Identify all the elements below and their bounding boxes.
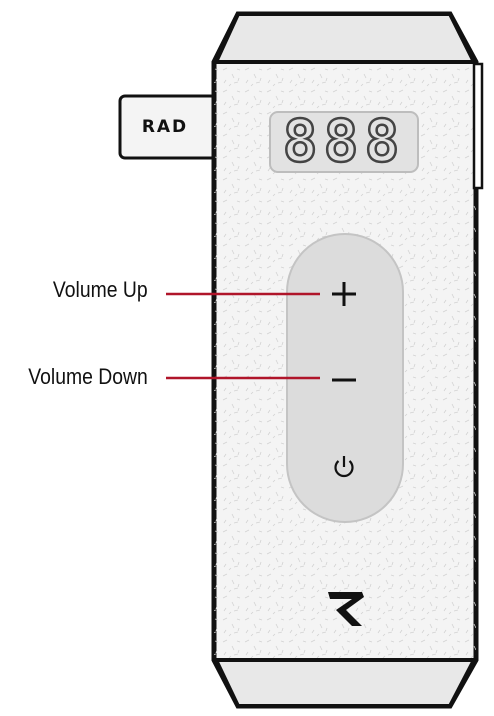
volume-up-label: Volume Up (53, 277, 148, 302)
led-display (269, 111, 419, 173)
tab-logo: RAD (141, 117, 189, 137)
display-digits: 888 (281, 107, 406, 175)
plus-icon[interactable] (332, 282, 356, 306)
r-logo-icon (328, 592, 364, 626)
bottom-cap (212, 658, 478, 708)
power-icon[interactable] (334, 456, 354, 478)
top-cap (212, 12, 478, 64)
volume-down-label: Volume Down (28, 364, 148, 389)
